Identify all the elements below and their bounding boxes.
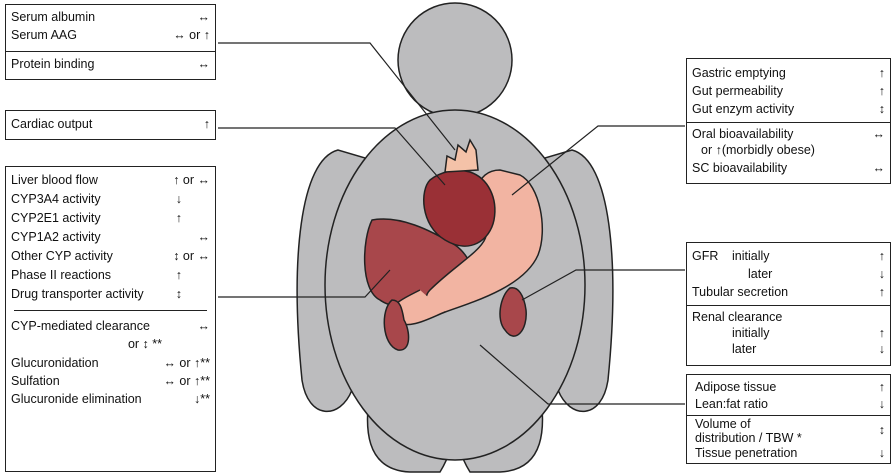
adipose-value: ↓ <box>879 397 885 412</box>
bio-label: Oral bioavailability <box>692 127 793 142</box>
clearance-label: Glucuronidation <box>11 356 99 371</box>
renal-later-value: ↓ <box>879 342 885 357</box>
gut-row-label: Gut enzym activity <box>692 102 794 117</box>
serum-aag-value: ↔ or ↑ <box>173 28 210 43</box>
adipose-label: Lean:fat ratio <box>695 397 768 412</box>
cardiac-box: Cardiac output ↑ <box>5 110 216 140</box>
liver-row-label: Other CYP activity <box>11 249 113 264</box>
cardiac-output-value: ↑ <box>204 117 210 132</box>
kidney-separator <box>687 305 890 306</box>
serum-aag-label: Serum AAG <box>11 28 77 43</box>
gut-row-value: ↑ <box>879 84 885 99</box>
clearance-value: ↔ or ↑** <box>163 356 210 371</box>
liver-row-value: ↔ <box>198 230 211 245</box>
bio-value: ↔ <box>873 161 886 176</box>
serum-albumin-label: Serum albumin <box>11 10 95 25</box>
vd-label-line2: distribution / TBW * <box>695 431 802 446</box>
tissue-value: ↓ <box>879 446 885 461</box>
tubular-label: Tubular secretion <box>692 285 788 300</box>
clearance-value: ↔ or ↑** <box>163 374 210 389</box>
adipose-box: Adipose tissue ↑ Lean:fat ratio ↓ Volume… <box>686 374 891 464</box>
liver-row-label: CYP1A2 activity <box>11 230 101 245</box>
adipose-separator <box>687 415 890 416</box>
liver-row-value: ↑ <box>176 211 182 226</box>
liver-row-label: Liver blood flow <box>11 173 98 188</box>
cardiac-output-label: Cardiac output <box>11 117 92 132</box>
bio-label: SC bioavailability <box>692 161 787 176</box>
binding-box: Serum albumin ↔ Serum AAG ↔ or ↑ Protein… <box>5 4 216 80</box>
clearance-value: or ↕ ** <box>128 337 162 352</box>
clearance-label: Sulfation <box>11 374 60 389</box>
right-kidney <box>500 288 526 336</box>
gut-box: Gastric emptying ↑ Gut permeability ↑ Gu… <box>686 58 891 184</box>
vd-value: ↕ <box>879 423 885 438</box>
gfr-label: GFR <box>692 249 718 264</box>
renal-initially-value: ↑ <box>879 326 885 341</box>
tubular-value: ↑ <box>879 285 885 300</box>
liver-box: Liver blood flow ↑ or ↔ CYP3A4 activity … <box>5 166 216 472</box>
gfr-initially-value: ↑ <box>879 249 885 264</box>
liver-separator <box>14 310 207 311</box>
clearance-label: Glucuronide elimination <box>11 392 142 407</box>
tissue-label: Tissue penetration <box>695 446 797 461</box>
liver-row-label: Phase II reactions <box>11 268 111 283</box>
gfr-later-value: ↓ <box>879 267 885 282</box>
vd-label-line1: Volume of <box>695 417 751 432</box>
renal-later-label: later <box>732 342 756 357</box>
gut-row-value: ↑ <box>879 66 885 81</box>
clearance-label: CYP-mediated clearance <box>11 319 150 334</box>
adipose-value: ↑ <box>879 380 885 395</box>
gut-separator <box>687 122 890 123</box>
liver-row-label: CYP3A4 activity <box>11 192 101 207</box>
clearance-value: ↓** <box>194 392 210 407</box>
adipose-label: Adipose tissue <box>695 380 776 395</box>
clearance-value: ↔ <box>198 319 211 334</box>
liver-row-label: Drug transporter activity <box>11 287 144 302</box>
liver-row-value: ↕ or ↔ <box>173 249 210 264</box>
liver-row-value: ↓ <box>176 192 182 207</box>
liver-row-label: CYP2E1 activity <box>11 211 101 226</box>
binding-separator <box>6 51 215 52</box>
bio-value: ↔ <box>873 127 886 142</box>
bio-label: or ↑(morbidly obese) <box>701 143 815 158</box>
liver-row-value: ↑ <box>176 268 182 283</box>
liver-row-value: ↕ <box>176 287 182 302</box>
kidney-box: GFR initially ↑ later ↓ Tubular secretio… <box>686 242 891 366</box>
protein-binding-label: Protein binding <box>11 57 94 72</box>
serum-albumin-value: ↔ <box>198 10 211 25</box>
protein-binding-value: ↔ <box>198 57 211 72</box>
liver-row-value: ↑ or ↔ <box>173 173 210 188</box>
renal-initially-label: initially <box>732 326 770 341</box>
gut-row-value: ↕ <box>879 102 885 117</box>
gut-row-label: Gut permeability <box>692 84 783 99</box>
gut-row-label: Gastric emptying <box>692 66 786 81</box>
gfr-initially-label: initially <box>732 249 770 264</box>
renal-label: Renal clearance <box>692 310 782 325</box>
gfr-later-label: later <box>748 267 772 282</box>
